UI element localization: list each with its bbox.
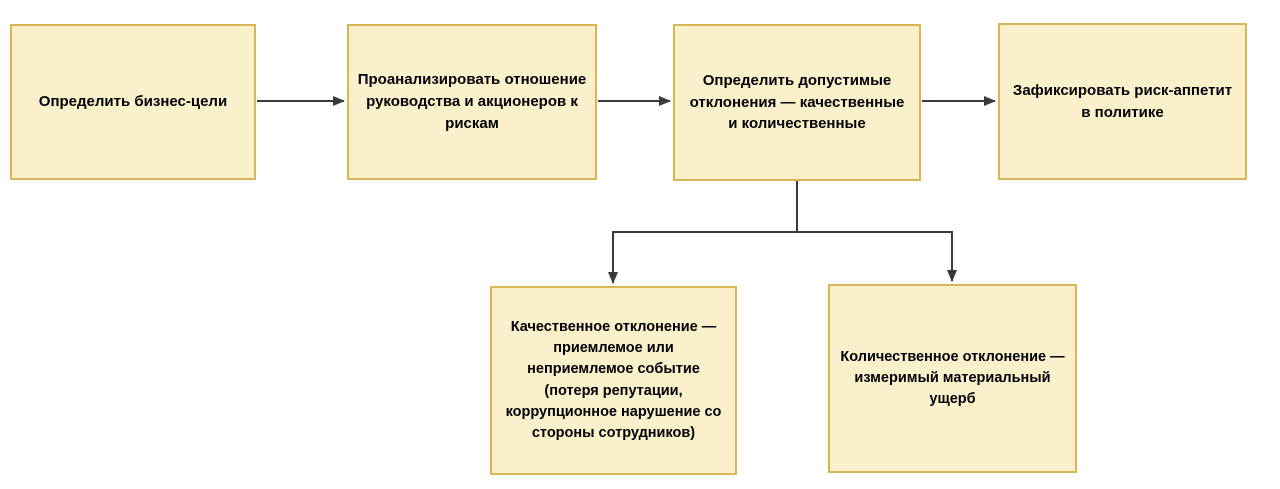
flow-node-quantitative-deviation: Количественное отклонение — измеримый ма…	[828, 284, 1077, 473]
flow-node-label: Определить бизнес-цели	[38, 93, 228, 111]
flow-node-label: Определить допустимые отклонения — качес…	[689, 71, 905, 133]
flow-node-label: Зафиксировать риск-аппетит в политике	[1012, 81, 1233, 121]
flow-node-qualitative-deviation: Качественное отклонение — приемлемое или…	[490, 286, 737, 475]
flow-node-fix-risk-appetite-policy: Зафиксировать риск-аппетит в политике	[998, 23, 1247, 180]
flow-node-label: Количественное отклонение — измеримый ма…	[840, 348, 1065, 407]
flow-node-label: Качественное отклонение — приемлемое или…	[505, 319, 722, 441]
flow-node-analyze-management-attitude: Проанализировать отношение руководства и…	[347, 24, 597, 180]
flow-node-label: Проанализировать отношение руководства и…	[357, 71, 587, 132]
flow-node-define-acceptable-deviations: Определить допустимые отклонения — качес…	[673, 24, 921, 181]
flow-node-define-business-goals: Определить бизнес-цели	[10, 24, 256, 180]
